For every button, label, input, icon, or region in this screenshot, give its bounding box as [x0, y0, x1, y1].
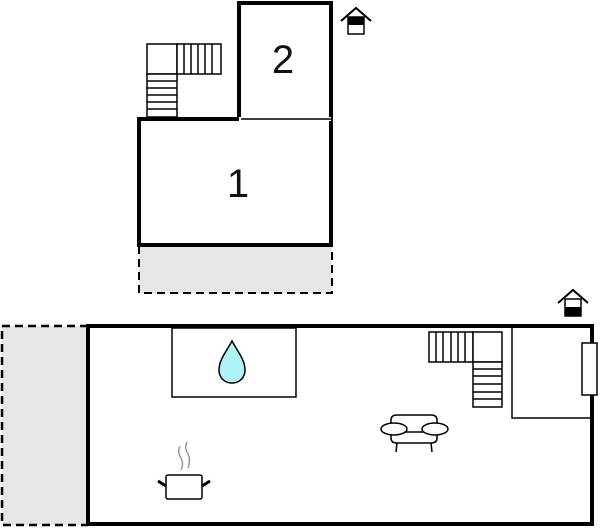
- ground-terrace-dashed-border: [0, 324, 88, 527]
- armchair-icon: [380, 414, 449, 453]
- ground-floor: [0, 288, 598, 527]
- floor-level-upper-icon: [340, 6, 372, 35]
- room-2: [237, 1, 333, 121]
- staircase-icon: [428, 331, 503, 408]
- floor-level-ground-icon: [557, 288, 589, 317]
- cooking-pot-icon: [157, 441, 211, 500]
- right-room-wall: [511, 328, 590, 419]
- upper-floor: 2 1: [137, 1, 372, 294]
- room-1-label: 1: [227, 162, 249, 206]
- window: [581, 342, 598, 396]
- ground-floor-outer-wall: [86, 324, 594, 526]
- room-2-label: 2: [272, 38, 294, 82]
- room-1: [137, 117, 333, 247]
- staircase-icon: [146, 43, 222, 118]
- ground-terrace: [2, 326, 88, 525]
- upper-balcony-dashed-border: [138, 246, 333, 294]
- water-drop-icon: [218, 339, 246, 384]
- upper-balcony: [139, 246, 332, 293]
